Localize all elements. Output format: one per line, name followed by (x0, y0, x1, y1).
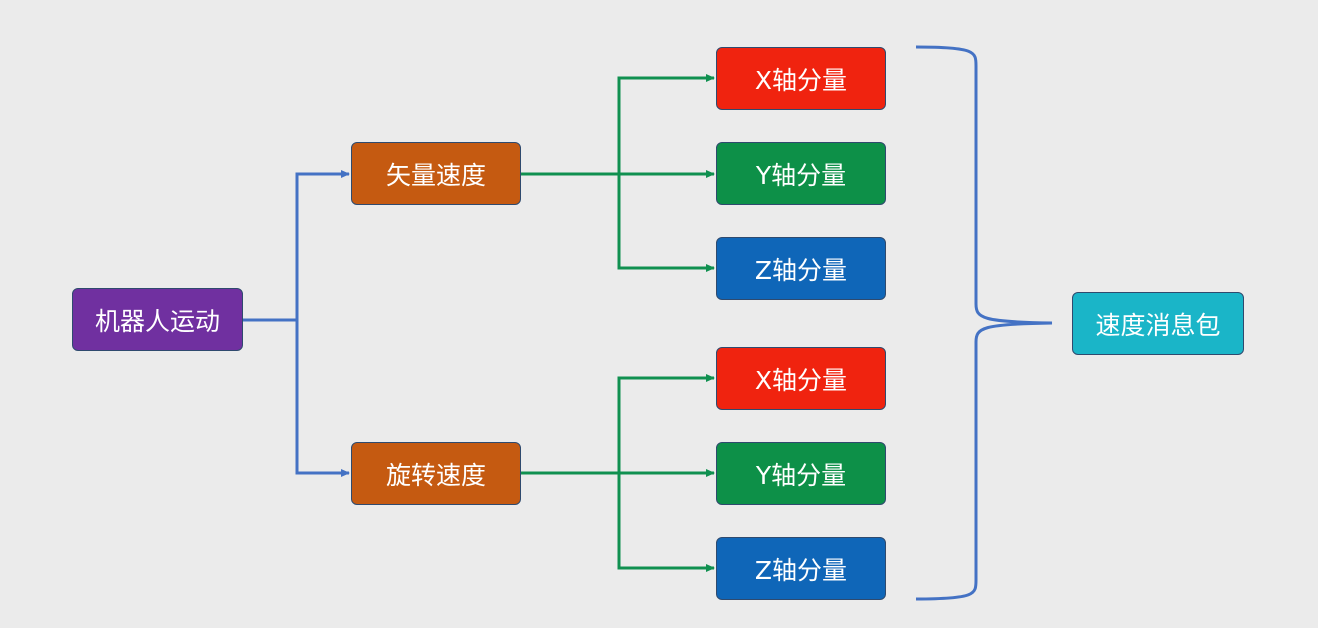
component-node-label: Y轴分量 (755, 160, 847, 190)
component-node-label: X轴分量 (754, 65, 848, 95)
branch-node-label: 矢量速度 (385, 160, 486, 190)
component-node-label: Z轴分量 (754, 255, 848, 285)
branch1-to-z-arrow (617, 174, 715, 272)
branch-node-angular-velocity: 旋转速度 (351, 442, 521, 505)
root-to-branch1-arrow (295, 170, 350, 320)
branch2-to-z-arrow (617, 473, 715, 572)
branch-node-label: 旋转速度 (385, 460, 486, 490)
component-node-label: X轴分量 (754, 365, 848, 395)
result-node: 速度消息包 (1072, 292, 1244, 355)
root-node: 机器人运动 (72, 288, 243, 351)
component-node-linear-z: Z轴分量 (716, 237, 886, 300)
branch2-to-x-arrow (617, 374, 715, 473)
branch-node-linear-velocity: 矢量速度 (351, 142, 521, 205)
result-node-label: 速度消息包 (1095, 310, 1221, 340)
root-to-branch2-arrow (295, 320, 350, 477)
component-node-label: Y轴分量 (755, 460, 847, 490)
branch1-to-x-arrow (617, 74, 715, 174)
component-node-linear-y: Y轴分量 (716, 142, 886, 205)
component-node-angular-z: Z轴分量 (716, 537, 886, 600)
component-node-angular-y: Y轴分量 (716, 442, 886, 505)
grouping-brace (915, 45, 1053, 601)
component-node-linear-x: X轴分量 (716, 47, 886, 110)
root-node-label: 机器人运动 (94, 306, 220, 336)
component-node-angular-x: X轴分量 (716, 347, 886, 410)
component-node-label: Z轴分量 (754, 555, 848, 585)
